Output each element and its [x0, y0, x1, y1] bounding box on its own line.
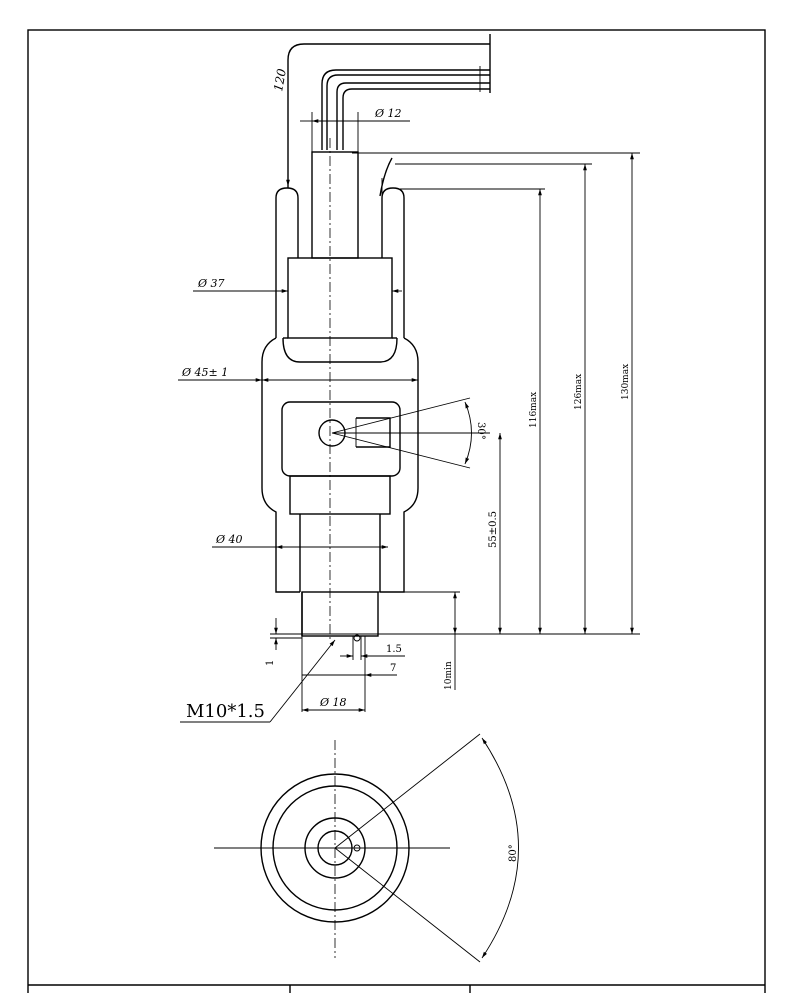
dim-1-label: 1 — [265, 660, 276, 666]
cable-wires — [287, 34, 491, 188]
lower-body — [289, 475, 391, 592]
tip-dimensions: 1 1.5 7 Ø 18 — [265, 618, 405, 712]
threaded-stem — [301, 591, 379, 660]
sensor-housing — [261, 157, 419, 593]
dia-40-label: Ø 40 — [215, 533, 243, 546]
cable-length-label: 120 — [271, 67, 289, 92]
len-130-label: 130max — [621, 364, 631, 400]
length-dimensions: 130max 126max 116max 55±0.5 10min — [270, 152, 640, 690]
pos-55-label: 55±0.5 — [488, 511, 499, 548]
len-126-label: 126max — [574, 374, 584, 410]
dia-40-dimension: Ø 40 — [212, 533, 388, 549]
dim-1-5-label: 1.5 — [386, 644, 402, 655]
cable-diameter-label: Ø 12 — [374, 107, 402, 120]
dia-37-label: Ø 37 — [197, 277, 225, 290]
top-view: 80° — [214, 733, 519, 963]
dia-18-label: Ø 18 — [319, 696, 347, 709]
len-10min-label: 10min — [444, 661, 454, 690]
angle-80-label: 80° — [508, 844, 519, 862]
inner-cylinder — [282, 257, 398, 363]
dia-37-dimension: Ø 37 — [193, 277, 402, 293]
thread-label: M10*1.5 — [186, 701, 265, 722]
dim-7-label: 7 — [390, 663, 396, 674]
cable-gland — [311, 151, 359, 259]
drawing-frame — [27, 29, 766, 993]
dia-45-dimension: Ø 45± 1 — [178, 366, 418, 382]
angle-30-label: 30° — [475, 422, 486, 440]
cable-length-dimension: 120 — [271, 67, 290, 186]
thread-callout: M10*1.5 — [180, 639, 336, 723]
angle-30-dimension: 30° — [331, 397, 490, 469]
len-116-label: 116max — [529, 392, 539, 428]
cable-diameter-dimension: Ø 12 — [300, 107, 410, 152]
dia-45-label: Ø 45± 1 — [181, 366, 228, 379]
connector-window — [281, 401, 401, 477]
